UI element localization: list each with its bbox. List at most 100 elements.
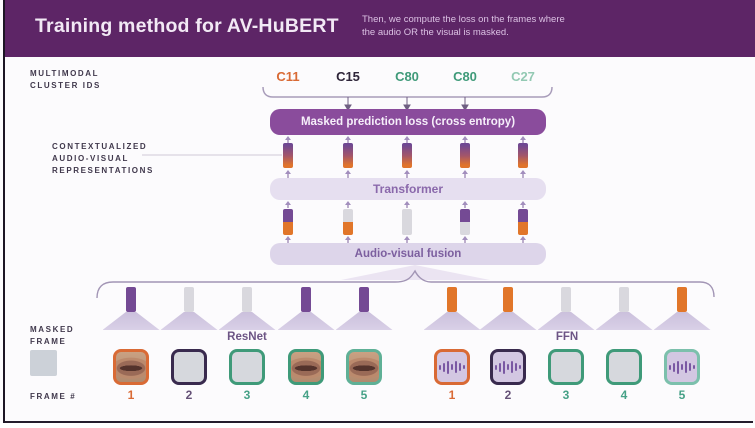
- arrow-stem: [347, 140, 349, 143]
- flow-arrow-up-icon: [462, 170, 469, 178]
- arrow-head: [345, 201, 351, 205]
- fusion-box-label: Audio-visual fusion: [354, 248, 462, 260]
- arrow-stem: [347, 205, 349, 208]
- video-feature-half: [283, 209, 293, 222]
- flow-arrow-up-icon: [345, 136, 352, 143]
- projection-trapezoid-icon: [277, 312, 335, 330]
- arrow-head: [520, 136, 526, 140]
- arrow-head: [404, 170, 410, 174]
- flow-arrow-up-icon: [285, 236, 292, 243]
- frame-number: 3: [562, 388, 570, 402]
- arrow-stem: [406, 240, 408, 243]
- cluster-id-label: C11: [276, 69, 300, 84]
- arrow-head: [520, 201, 526, 205]
- slide-bottom-border: [5, 421, 753, 423]
- arrow-stem: [522, 205, 524, 208]
- title-banner: Training method for AV-HuBERT Then, we c…: [5, 0, 755, 57]
- waveform-bar-icon: [494, 364, 498, 370]
- representation-bar: [402, 143, 412, 168]
- frame-number: 2: [185, 388, 193, 402]
- arrow-head: [345, 136, 351, 140]
- waveform-bar-icon: [672, 362, 676, 372]
- audio-frame-thumb: [606, 349, 642, 385]
- flow-arrow-up-icon: [462, 201, 469, 208]
- arrow-stem: [406, 140, 408, 143]
- waveform-bar-icon: [458, 363, 462, 371]
- projection-trapezoid-icon: [537, 312, 595, 330]
- waveform-bar-icon: [502, 360, 506, 374]
- representation-bar: [343, 143, 353, 168]
- cluster-id-label: C80: [453, 69, 477, 84]
- arrow-stem: [347, 240, 349, 243]
- arrow-stem: [464, 140, 466, 143]
- label-frame-number: FRAME #: [30, 392, 77, 401]
- video-feature-bar: [184, 287, 194, 312]
- waveform-bar-icon: [438, 364, 442, 370]
- video-feature-bar: [359, 287, 369, 312]
- below-slide-area: [0, 423, 755, 428]
- frame-number: 4: [620, 388, 628, 402]
- waveform-bar-icon: [454, 361, 458, 373]
- flow-arrow-up-icon: [462, 136, 469, 143]
- audio-feature-half: [402, 222, 412, 235]
- label-contextualized-representations: CONTEXTUALIZED AUDIO-VISUAL REPRESENTATI…: [52, 142, 154, 175]
- fused-feature-bar: [460, 209, 470, 235]
- arrow-head: [404, 236, 410, 240]
- arrow-head: [520, 236, 526, 240]
- arrow-head: [462, 136, 468, 140]
- flow-arrow-up-icon: [345, 201, 352, 208]
- video-feature-bar: [301, 287, 311, 312]
- projection-trapezoid-icon: [479, 312, 537, 330]
- cluster-id-label: C27: [511, 69, 535, 84]
- waveform-bar-icon: [518, 365, 522, 369]
- video-frame-thumb: [346, 349, 382, 385]
- flow-arrow-up-icon: [285, 136, 292, 143]
- representation-bar: [518, 143, 528, 168]
- arrow-stem: [522, 140, 524, 143]
- arrow-head: [520, 170, 526, 174]
- audio-frame-thumb: [664, 349, 700, 385]
- cluster-id-label: C80: [395, 69, 419, 84]
- arrow-stem: [406, 205, 408, 208]
- video-frame-thumb: [171, 349, 207, 385]
- resnet-label: ResNet: [227, 331, 267, 343]
- waveform-bar-icon: [498, 362, 502, 372]
- arrow-stem: [522, 240, 524, 243]
- flow-arrow-up-icon: [345, 236, 352, 243]
- arrow-head: [345, 236, 351, 240]
- video-feature-bar: [126, 287, 136, 312]
- flow-arrow-up-icon: [285, 170, 292, 178]
- flow-arrow-up-icon: [520, 136, 527, 143]
- arrow-stem: [347, 174, 349, 178]
- fused-feature-bar: [343, 209, 353, 235]
- arrow-stem: [287, 140, 289, 143]
- waveform-bar-icon: [684, 361, 688, 373]
- transformer-box-label: Transformer: [372, 182, 444, 196]
- flow-arrow-up-icon: [404, 170, 411, 178]
- waveform-bar-icon: [446, 360, 450, 374]
- flow-arrow-up-icon: [520, 236, 527, 243]
- slide-title: Training method for AV-HuBERT: [35, 15, 339, 37]
- label-multimodal-cluster-ids: MULTIMODAL CLUSTER IDS: [30, 69, 101, 90]
- video-frame-thumb: [288, 349, 324, 385]
- audio-visual-fusion-box: Audio-visual fusion: [270, 243, 546, 265]
- waveform-bar-icon: [692, 365, 696, 369]
- frame-number: 5: [360, 388, 368, 402]
- cluster-bracket-icon: [262, 86, 553, 98]
- ffn-label: FFN: [555, 331, 579, 343]
- arrow-stem: [287, 174, 289, 178]
- transformer-box: Transformer: [270, 178, 546, 200]
- audio-feature-bar: [677, 287, 687, 312]
- frame-number: 3: [243, 388, 251, 402]
- waveform-bar-icon: [462, 365, 466, 369]
- flow-arrow-up-icon: [285, 201, 292, 208]
- arrow-head: [462, 236, 468, 240]
- flow-arrow-up-icon: [404, 201, 411, 208]
- representation-bar: [460, 143, 470, 168]
- waveform-bar-icon: [510, 361, 514, 373]
- arrow-head: [462, 201, 468, 205]
- waveform-bar-icon: [506, 364, 510, 370]
- flow-arrow-up-icon: [404, 136, 411, 143]
- waveform-bar-icon: [676, 360, 680, 374]
- fusion-fan-icon: [341, 265, 490, 280]
